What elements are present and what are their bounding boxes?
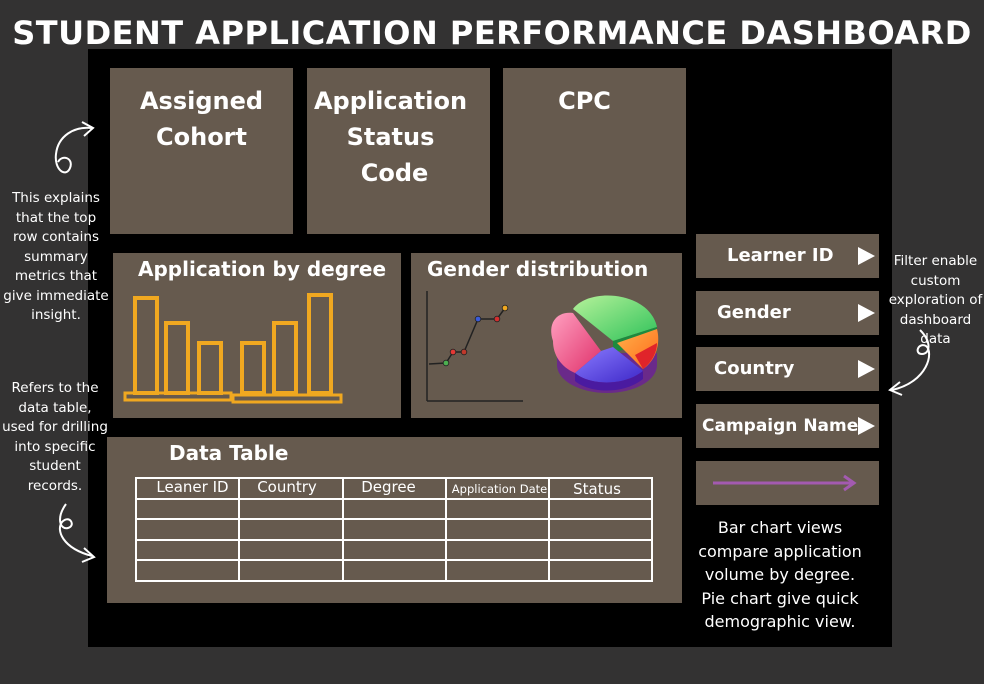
metric-label-line: Application — [313, 87, 468, 115]
note-line: dashboard — [899, 311, 972, 328]
note-line: summary — [24, 248, 88, 265]
filter-learner-id[interactable]: Learner ID — [696, 234, 879, 278]
metric-label-line: Assigned — [139, 87, 264, 115]
filter-country[interactable]: Country — [696, 347, 879, 391]
curly-arrow-icon-top — [54, 121, 95, 174]
filter-label: Campaign Name — [702, 416, 859, 436]
bar — [133, 296, 159, 395]
note-top-row: This explains that the top row contains … — [0, 189, 112, 326]
bar — [197, 341, 223, 395]
metric-label-line: Code — [360, 159, 429, 187]
note-line: metrics that — [14, 268, 98, 284]
line-point — [442, 359, 450, 367]
filter-label: Country — [714, 358, 795, 379]
metric-label-line: Cohort — [156, 123, 247, 151]
curly-arrow-icon-bottom — [58, 503, 96, 563]
note-line: custom — [910, 272, 961, 289]
filter-label: Learner ID — [727, 245, 834, 266]
bar — [272, 321, 298, 395]
note-line: Refers to the — [11, 380, 99, 396]
note-line: that the top — [15, 209, 97, 226]
line-point — [493, 315, 501, 323]
play-arrow-icon — [858, 360, 875, 378]
bar — [307, 293, 333, 395]
legend-line: volume by degree. — [704, 565, 856, 584]
filter-gender[interactable]: Gender — [696, 291, 879, 335]
data-table-title: Data Table — [169, 441, 289, 465]
pie-chart-icon — [551, 295, 659, 393]
line-point — [474, 315, 482, 323]
metric-card-application-status-code: Application Status Code — [307, 68, 490, 234]
table-header-cell: Country — [257, 478, 317, 496]
metric-label-line: CPC — [558, 87, 611, 115]
legend-text: Bar chart views compare application volu… — [690, 516, 870, 634]
bar-chart — [123, 293, 343, 404]
note-line: into specific — [14, 438, 96, 455]
metric-card-cpc: CPC — [503, 68, 686, 234]
legend-line: Pie chart give quick — [701, 588, 859, 608]
line-point — [449, 348, 457, 356]
note-line: used for drilling — [2, 419, 108, 435]
play-arrow-icon — [858, 247, 875, 265]
table-header-cell: Status — [573, 480, 621, 498]
bar — [164, 321, 190, 395]
note-line: records. — [27, 477, 83, 494]
bar-chart-panel: Application by degree — [113, 253, 401, 418]
bar — [240, 341, 266, 395]
metric-label-line: Status — [346, 123, 435, 151]
filter-label: Gender — [717, 302, 791, 323]
filter-campaign-name[interactable]: Campaign Name — [696, 404, 879, 448]
line-chart — [426, 291, 523, 402]
note-data-table: Refers to the data table, used for drill… — [0, 379, 110, 496]
line-point — [460, 348, 468, 356]
page-title: STUDENT APPLICATION PERFORMANCE DASHBOAR… — [12, 14, 972, 52]
note-line: give immediate — [3, 287, 109, 304]
note-line: data table, — [18, 399, 92, 416]
legend-arrow-box — [696, 461, 879, 505]
series-line — [428, 307, 506, 365]
table-header-cell: Application Date — [451, 482, 548, 496]
note-filter: Filter enable custom exploration of dash… — [887, 252, 984, 350]
note-line: insight. — [31, 307, 81, 323]
play-arrow-icon — [858, 417, 875, 435]
long-arrow-icon — [713, 474, 857, 492]
table-header-cell: Leaner ID — [156, 478, 229, 496]
note-line: Filter enable — [893, 253, 978, 269]
gender-chart-title: Gender distribution — [427, 257, 649, 281]
bar-chart-title: Application by degree — [138, 257, 387, 281]
bar-baseline — [123, 391, 233, 402]
note-line: exploration of — [888, 292, 983, 308]
note-line: This explains — [12, 190, 100, 206]
line-point — [501, 304, 509, 312]
note-line: student — [29, 458, 81, 474]
legend-line: demographic view. — [704, 612, 856, 631]
metric-card-assigned-cohort: Assigned Cohort — [110, 68, 293, 234]
play-arrow-icon — [858, 304, 875, 322]
curly-arrow-icon-right — [888, 329, 931, 396]
legend-line: compare application — [698, 541, 862, 561]
legend-line: Bar chart views — [717, 518, 843, 537]
bar-baseline — [231, 393, 343, 404]
note-line: row contains — [13, 229, 99, 245]
table-header-cell: Degree — [361, 478, 416, 496]
gender-chart-panel: Gender distribution — [411, 253, 682, 418]
